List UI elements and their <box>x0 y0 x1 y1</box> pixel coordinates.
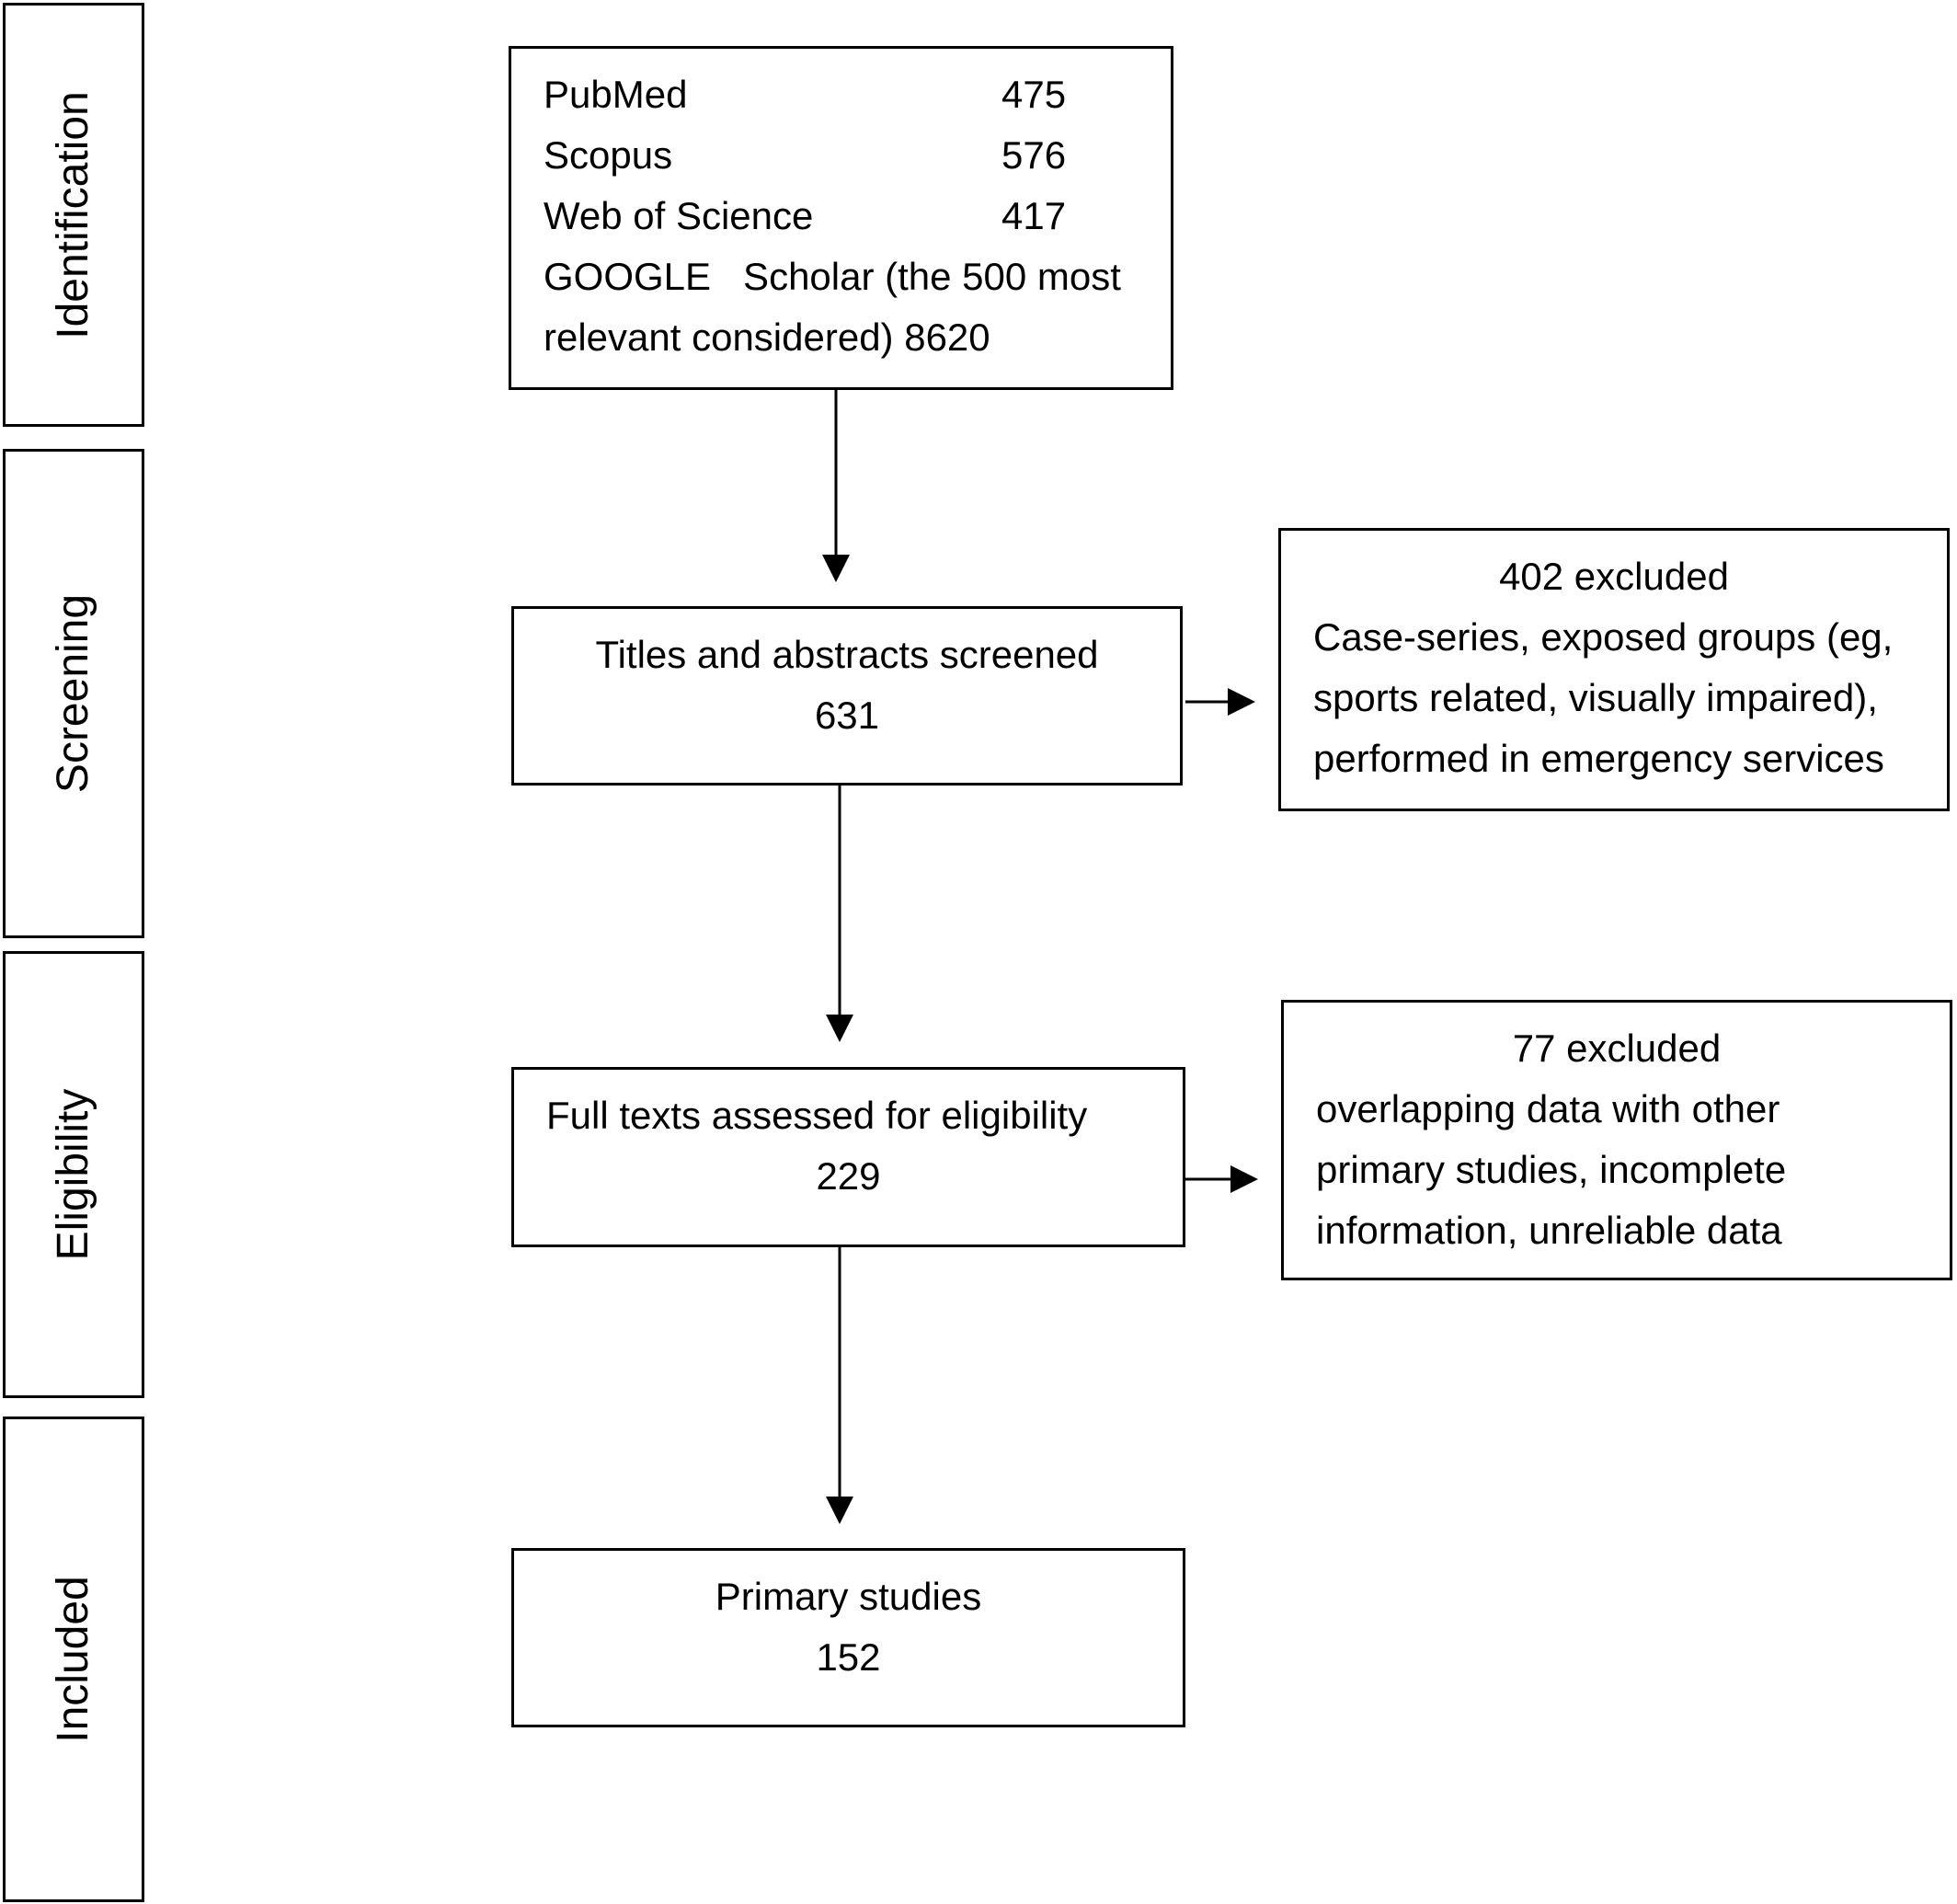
stage-identification: Identification <box>3 3 144 427</box>
source-name-scopus: Scopus <box>544 133 673 177</box>
stage-label-eligibility: Eligibility <box>49 1088 97 1261</box>
stage-eligibility: Eligibility <box>3 951 144 1398</box>
eligibility-count: 229 <box>816 1154 881 1198</box>
stage-screening: Screening <box>3 449 144 938</box>
eligibility-excluded-box: 77 excluded overlapping data with other … <box>1281 1000 1952 1280</box>
included-title: Primary studies <box>715 1575 982 1618</box>
source-count-pubmed: 475 <box>1001 73 1067 116</box>
source-name-pubmed: PubMed <box>544 73 688 116</box>
eligibility-excluded-title: 77 excluded <box>1512 1027 1722 1070</box>
screening-box: Titles and abstracts screened 631 <box>511 606 1183 786</box>
identification-box: PubMed 475 Scopus 576 Web of Science 417… <box>509 46 1173 390</box>
screening-excluded-title: 402 excluded <box>1499 555 1729 598</box>
screening-excluded-reason-3: performed in emergency services <box>1313 737 1884 780</box>
eligibility-excluded-reason-2: primary studies, incomplete <box>1316 1148 1787 1191</box>
source-name-wos: Web of Science <box>544 194 814 237</box>
stage-label-included: Included <box>49 1576 97 1743</box>
screening-excluded-reason-2: sports related, visually impaired), <box>1313 676 1878 719</box>
included-box: Primary studies 152 <box>511 1548 1185 1727</box>
eligibility-box: Full texts assessed for eligibility 229 <box>511 1067 1185 1247</box>
screening-excluded-box: 402 excluded Case-series, exposed groups… <box>1278 528 1950 811</box>
google-scholar-line2: relevant considered) 8620 <box>544 315 990 359</box>
screening-excluded-reason-1: Case-series, exposed groups (eg, <box>1313 615 1894 659</box>
google-scholar-line1: GOOGLE Scholar (the 500 most <box>544 255 1121 298</box>
source-count-wos: 417 <box>1001 194 1067 237</box>
eligibility-excluded-reason-1: overlapping data with other <box>1316 1087 1780 1130</box>
screening-count: 631 <box>814 694 880 737</box>
eligibility-excluded-reason-3: information, unreliable data <box>1316 1209 1782 1252</box>
screening-title: Titles and abstracts screened <box>595 633 1099 676</box>
source-count-scopus: 576 <box>1001 133 1067 177</box>
stage-label-identification: Identification <box>49 90 97 339</box>
stage-included: Included <box>3 1417 144 1902</box>
included-count: 152 <box>816 1635 881 1679</box>
eligibility-title: Full texts assessed for eligibility <box>546 1094 1088 1137</box>
stage-label-screening: Screening <box>49 593 97 794</box>
